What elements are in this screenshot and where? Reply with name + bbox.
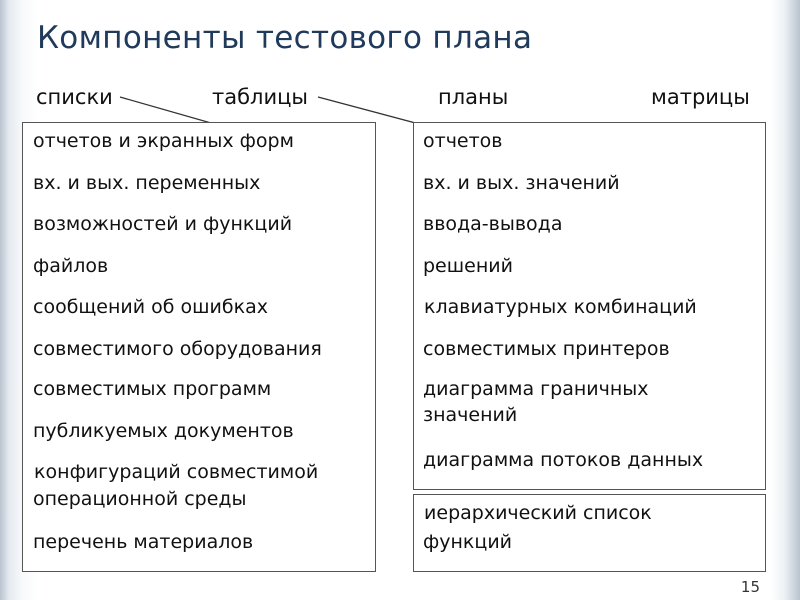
lists-item-features-functions: возможностей и функций xyxy=(33,213,293,235)
lists-item-os-configurations-line2: операционной среды xyxy=(33,488,247,510)
lists-item-os-configurations-line1: конфигураций совместимой xyxy=(28,461,319,483)
tables-box xyxy=(413,122,766,490)
tables-item-reports: отчетов xyxy=(423,130,503,152)
tables-item-input-output: ввода-вывода xyxy=(423,213,563,235)
tables-item-boundary-diagram-line1: диаграмма граничных xyxy=(423,378,649,400)
page-number: 15 xyxy=(740,578,760,596)
lists-item-error-messages: сообщений об ошибках xyxy=(33,296,268,318)
category-lists: списки xyxy=(36,85,113,109)
tables-item-boundary-diagram-line2: значений xyxy=(423,404,518,426)
plans-box xyxy=(413,494,766,572)
tables-item-compatible-printers: совместимых принтеров xyxy=(423,338,670,360)
lists-item-io-variables: вх. и вых. переменных xyxy=(33,172,261,194)
plans-item-hierarchy-line1: иерархический список xyxy=(418,502,652,524)
category-plans: планы xyxy=(438,85,509,109)
category-tables: таблицы xyxy=(212,85,308,109)
plans-item-hierarchy-line2: функций xyxy=(423,531,513,553)
tables-item-keyboard-combinations: клавиатурных комбинаций xyxy=(418,296,697,318)
lists-box xyxy=(22,122,376,572)
lists-item-published-documents: публикуемых документов xyxy=(33,420,294,442)
lists-item-materials-list: перечень материалов xyxy=(33,531,254,553)
lists-item-compatible-software: совместимых программ xyxy=(33,378,272,400)
lists-item-files: файлов xyxy=(33,255,109,277)
tables-item-decisions: решений xyxy=(423,255,513,277)
category-matrices: матрицы xyxy=(651,85,750,109)
tables-item-data-flow-diagram: диаграмма потоков данных xyxy=(423,449,704,471)
tables-item-io-values: вх. и вых. значений xyxy=(423,172,620,194)
slide-title: Компоненты тестового плана xyxy=(37,20,533,56)
lists-item-compatible-hardware: совместимого оборудования xyxy=(33,338,322,360)
lists-item-reports-screens: отчетов и экранных форм xyxy=(33,130,294,152)
